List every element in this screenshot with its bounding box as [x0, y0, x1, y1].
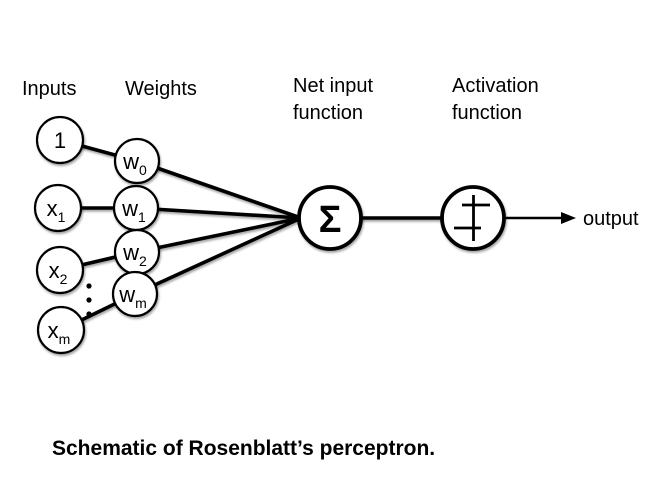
input-node-xm-label: xm [48, 318, 71, 347]
input-node-xm [36, 305, 86, 355]
svg-text:function: function [452, 102, 522, 124]
weight-nodes [111, 137, 161, 318]
activation-header: Activation function [452, 75, 539, 124]
inputs-header: Inputs [22, 78, 76, 100]
input-nodes [33, 115, 86, 355]
edge-w2-to-sum [136, 216, 302, 254]
weight-node-wm-label: wm [118, 282, 147, 311]
input-node-bias-label: 1 [54, 128, 66, 153]
summation-symbol: Σ [319, 199, 342, 241]
caption: Schematic of Rosenblatt’s perceptron. [52, 437, 435, 460]
input-node-bias [35, 115, 85, 165]
output-arrow [504, 212, 576, 224]
weight-node-w0-label: w0 [122, 149, 147, 178]
input-node-x2 [35, 245, 85, 295]
vertical-ellipsis-icon [86, 283, 92, 317]
svg-text:function: function [293, 102, 363, 124]
weights-header: Weights [125, 78, 197, 100]
edge-w0-to-sum [136, 159, 302, 220]
summation-node [297, 185, 363, 251]
net-input-header: Net input function [293, 75, 373, 124]
edge-w1-to-sum [135, 206, 302, 220]
input-node-x1-label: x1 [47, 196, 66, 225]
edge-wm-to-sum [134, 216, 302, 296]
input-node-x2-label: x2 [49, 258, 68, 287]
weight-node-w1-label: w1 [121, 196, 146, 225]
step-function-icon [454, 195, 490, 241]
weight-node-w2-label: w2 [122, 240, 147, 269]
input-node-x1 [33, 183, 83, 233]
weight-node-w0 [113, 137, 161, 185]
output-label: output [583, 208, 639, 230]
svg-text:Net input: Net input [293, 75, 373, 97]
weight-node-wm [111, 270, 159, 318]
svg-text:Activation: Activation [452, 75, 539, 97]
output-arrowhead-icon [561, 212, 576, 224]
